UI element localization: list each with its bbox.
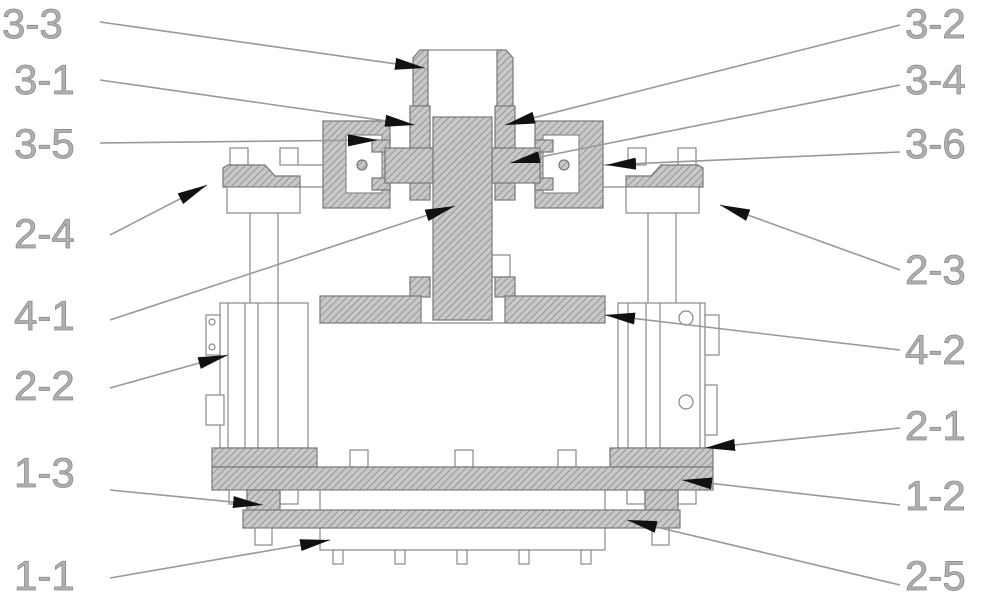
- label-3-1: 3-1: [14, 56, 75, 103]
- label-4-1: 4-1: [14, 292, 75, 339]
- label-3-2: 3-2: [905, 0, 966, 47]
- label-2-3: 2-3: [905, 246, 966, 293]
- label-2-5: 2-5: [905, 552, 966, 599]
- label-1-1: 1-1: [14, 552, 75, 599]
- bracket-left-2-4: [223, 148, 323, 303]
- bracket-right-2-3: [603, 148, 703, 303]
- label-1-2: 1-2: [905, 472, 966, 519]
- label-3-4: 3-4: [905, 56, 966, 103]
- block-1-3: [247, 490, 280, 512]
- label-3-5: 3-5: [14, 120, 75, 167]
- block-right: [645, 490, 678, 512]
- label-2-2: 2-2: [14, 362, 75, 409]
- label-1-3: 1-3: [14, 449, 75, 496]
- label-2-1: 2-1: [905, 402, 966, 449]
- cylinder-left-2-2: [206, 303, 308, 448]
- label-3-6: 3-6: [905, 120, 966, 167]
- plate-2-5: [243, 510, 680, 528]
- cylinder-right: [618, 303, 719, 448]
- plate-2-1-right: [610, 448, 713, 467]
- pins: [333, 550, 591, 564]
- right-arm: [492, 148, 540, 183]
- left-arm: [385, 148, 433, 183]
- plate-2-1-left: [212, 448, 317, 467]
- label-2-4: 2-4: [14, 210, 75, 257]
- plate-1-2: [212, 467, 713, 490]
- label-3-3: 3-3: [2, 0, 63, 47]
- label-4-2: 4-2: [905, 326, 966, 373]
